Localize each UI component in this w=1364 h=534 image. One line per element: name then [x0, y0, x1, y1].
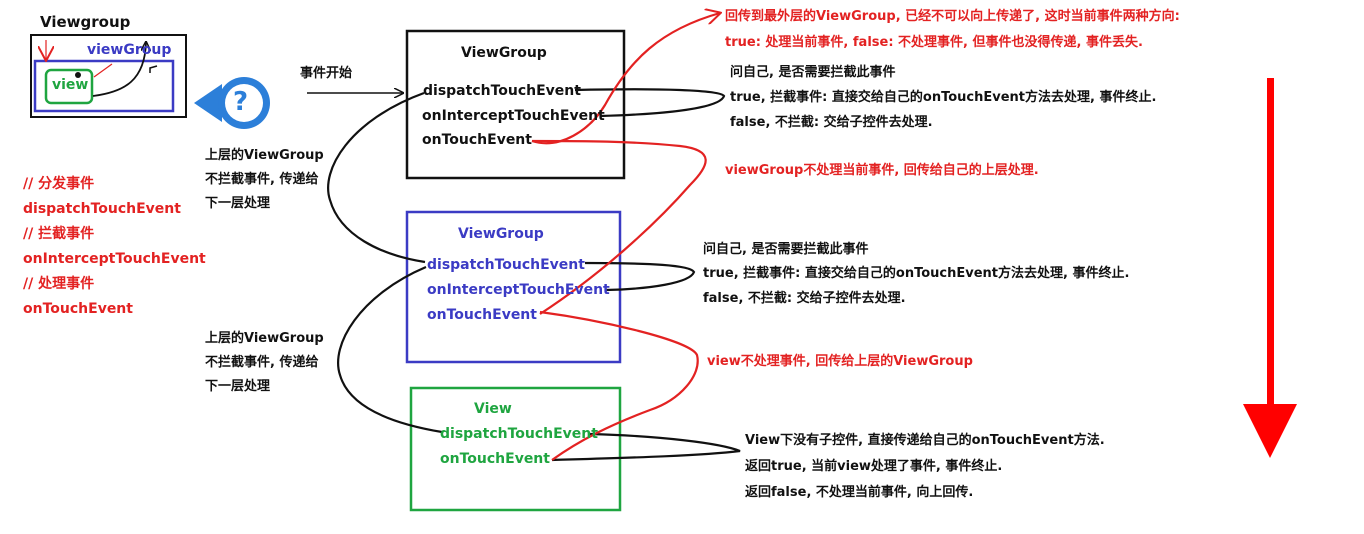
view-note-line-2: 返回true, 当前view处理了事件, 事件终止.: [745, 459, 1003, 474]
box2-dispatch: dispatchTouchEvent: [427, 257, 585, 273]
view-note-line-3: 返回false, 不处理当前事件, 向上回传.: [745, 485, 974, 500]
box3-title: View: [474, 401, 512, 417]
question-mark-glyph: ?: [233, 87, 249, 117]
view-box: [409, 386, 622, 512]
box2-title: ViewGroup: [458, 226, 544, 242]
thumbnail-small-curve: [149, 65, 158, 73]
legend-comment-intercept: // 拦截事件: [23, 226, 95, 242]
box1-title: ViewGroup: [461, 45, 547, 61]
question-mark-icon: [194, 77, 270, 129]
return-note-viewgroup: viewGroup不处理当前事件, 回传给自己的上层处理.: [725, 163, 1039, 178]
thumbnail-red-arrow-2: [93, 63, 113, 78]
ask2-line-1: 问自己, 是否需要拦截此事件: [703, 242, 869, 257]
pass-note-1-line-3: 下一层处理: [205, 196, 271, 211]
ask2-line-2: true, 拦截事件: 直接交给自己的onTouchEvent方法去处理, 事件…: [703, 266, 1130, 281]
pass-note-2-line-2: 不拦截事件, 传递给: [205, 355, 319, 370]
box3-ontouch: onTouchEvent: [440, 451, 550, 467]
thumbnail-view-label: view: [52, 77, 89, 93]
ask1-line-1: 问自己, 是否需要拦截此事件: [730, 65, 896, 80]
viewgroup-box-1: [405, 29, 626, 180]
box1-dispatch: dispatchTouchEvent: [423, 83, 581, 99]
legend-comment-handle: // 处理事件: [23, 276, 95, 292]
pass-note-2-line-1: 上层的ViewGroup: [205, 331, 324, 346]
pass-note-1-line-1: 上层的ViewGroup: [205, 148, 324, 163]
pass-down-curve-1: [327, 91, 426, 264]
legend-dispatch-method: dispatchTouchEvent: [23, 201, 181, 217]
view-note-line-1: View下没有子控件, 直接传递给自己的onTouchEvent方法.: [745, 433, 1105, 448]
touch-point-dot: [75, 72, 81, 78]
box3-dispatch: dispatchTouchEvent: [440, 426, 598, 442]
legend-comment-dispatch: // 分发事件: [23, 176, 95, 192]
viewgroup-box-2: [405, 210, 622, 364]
ask1-line-2: true, 拦截事件: 直接交给自己的onTouchEvent方法去处理, 事件…: [730, 90, 1157, 105]
intercept-loop-2: [584, 261, 696, 292]
thumbnail-frame: [30, 34, 187, 118]
ask1-line-3: false, 不拦截: 交给子控件去处理.: [730, 115, 933, 130]
thumbnail-viewgroup-box: [33, 59, 175, 113]
legend-intercept-method: onInterceptTouchEvent: [23, 251, 206, 267]
pass-note-2-line-3: 下一层处理: [205, 379, 271, 394]
pass-note-1-line-2: 不拦截事件, 传递给: [205, 172, 319, 187]
thumbnail-view-box: [44, 68, 94, 105]
down-arrow-icon: [1243, 78, 1297, 458]
box2-intercept: onInterceptTouchEvent: [427, 282, 610, 298]
intercept-loop-1: [574, 88, 726, 118]
top-note-line-2: true: 处理当前事件, false: 不处理事件, 但事件也没得传递, 事件…: [725, 35, 1143, 50]
view-loop: [551, 432, 741, 462]
box1-ontouch: onTouchEvent: [422, 132, 532, 148]
box2-ontouch: onTouchEvent: [427, 307, 537, 323]
return-curve-view: [539, 310, 699, 461]
return-curve-viewgroup: [531, 139, 707, 315]
ask2-line-3: false, 不拦截: 交给子控件去处理.: [703, 291, 906, 306]
return-arrow-top: [531, 13, 720, 145]
legend-handle-method: onTouchEvent: [23, 301, 133, 317]
return-note-view: view不处理事件, 回传给上层的ViewGroup: [707, 354, 973, 369]
start-label: 事件开始: [300, 66, 353, 81]
top-note-line-1: 回传到最外层的ViewGroup, 已经不可以向上传递了, 这时当前事件两种方向…: [725, 9, 1180, 24]
pass-down-curve-2: [337, 265, 443, 434]
thumbnail-black-curve: [92, 42, 146, 97]
thumbnail-title: Viewgroup: [40, 13, 131, 31]
thumbnail-viewgroup-label: viewGroup: [87, 42, 172, 58]
box1-intercept: onInterceptTouchEvent: [422, 108, 605, 124]
